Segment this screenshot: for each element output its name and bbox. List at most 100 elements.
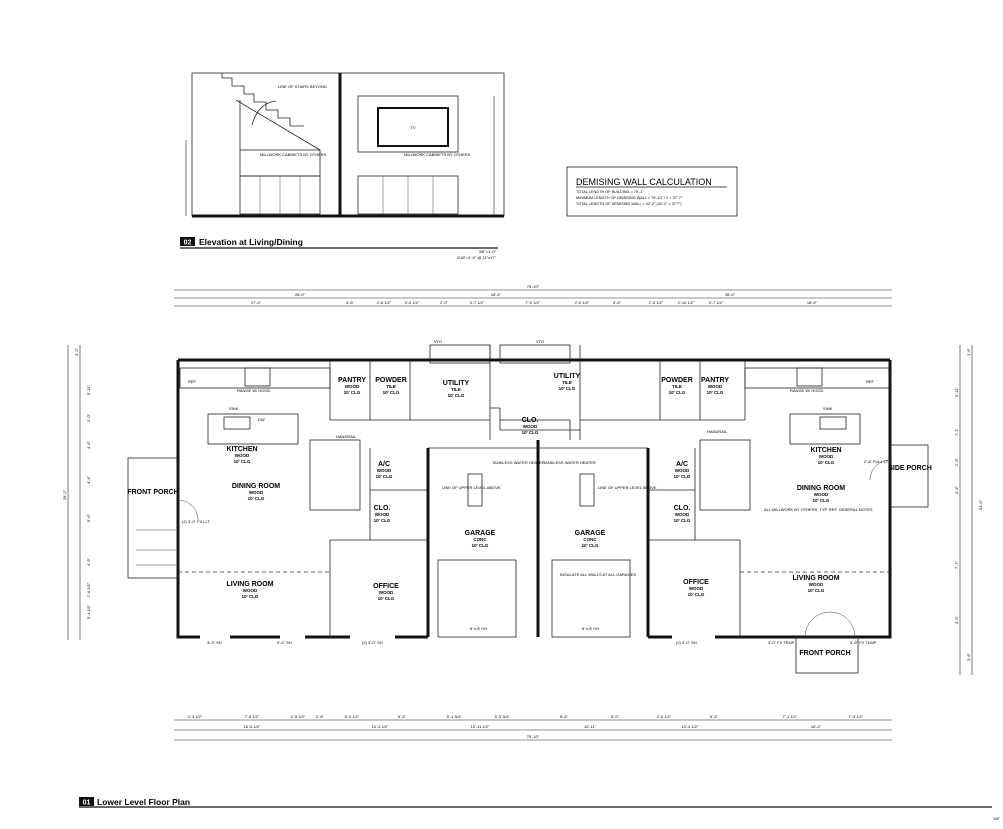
room-sub: TILE [672,384,682,389]
room-sub: 10' CLG [688,592,705,597]
room-name: CLO. [674,505,691,512]
door-swing [177,499,199,521]
dim-text: 5'-0 1/2" [345,714,360,719]
bottom-dimensions: 4'-3 1/2" 7'-6 1/2" 2'-5 1/2" 2'-6" 5'-0… [174,714,892,741]
room-sub: WOOD [243,588,258,593]
elevation-frame [191,72,505,217]
dim-text: 2'-6 1/2" [86,582,91,597]
door-swing [829,611,856,638]
elevation-drawing: TV LINE OF STAIRS BEYOND MILLWORK CABINE… [185,72,505,218]
elevation-title: Elevation at Living/Dining [199,237,303,247]
plan-note: DW [258,417,265,422]
window-tag: 3'-0" SH [277,640,292,645]
dim-text: 2'-5 1/2" [291,714,306,719]
plan-note: ALL MILLWORK BY OTHERS, TYP. REF. GENERA… [764,507,873,512]
dim-text: 2'-10 1/2" [678,300,695,305]
dim-text: 16'-6 1/2" [244,724,261,729]
room-name: LIVING ROOM [226,581,273,588]
dim-text: 3'-7 1/2" [470,300,485,305]
room-sub: WOOD [675,468,690,473]
sink-right [819,416,847,430]
door-swing [804,611,831,638]
room-name: POWDER [375,377,407,384]
floor-plan [127,344,929,674]
stairs-note: LINE OF STAIRS BEYOND [278,84,327,89]
window-tag: 3'-0" FX TEMP [768,640,795,645]
room-sub: 10' CLG [248,496,265,501]
garage-door-left [437,559,517,638]
room-sub: TILE [451,387,461,392]
room-sub: 10' CLG [522,430,539,435]
dim-text: 4'-3 1/2" [188,714,203,719]
room-sub: 10' CLG [818,460,835,465]
dim-text: 8'-6" [560,714,569,719]
dim-text: 3'-2" [74,347,79,356]
window-tag: 3'-6" FX TEMP [850,640,877,645]
window-tag: 2'-6" FULL LT [864,459,889,464]
kitchen-island-left [207,413,299,445]
plan-note: TANKLESS WATER HEATER [492,460,545,465]
room-sub: WOOD [675,512,690,517]
plan-title: Lower Level Floor Plan [97,797,190,807]
room-name: CLO. [374,505,391,512]
front-porch-right [795,636,859,674]
dim-text: 3'-6" [954,615,959,624]
room-sub: 10' CLG [234,459,251,464]
plan-note: REF [866,379,875,384]
demising-frame [566,166,738,217]
demising-line-3: TOTAL LENGTH OF DEMISING WALL = 42'-2" (… [576,202,682,206]
room-name: PANTRY [338,377,366,384]
room-name: OFFICE [683,579,709,586]
room-labels: KITCHEN WOOD 10' CLG DINING ROOM WOOD 10… [127,373,931,657]
dim-text: 75'-10" [527,734,540,739]
window-tag: 3'-0" SH [207,640,222,645]
tv-frame [377,107,449,147]
dim-text: 7'-1" [954,427,959,436]
plan-note: 8' x 8' OH [470,626,487,631]
room-name: PANTRY [701,377,729,384]
dim-text: 5'-1 3/4" [447,714,462,719]
dim-text: 10'-11 1/2" [471,724,490,729]
plan-note: LINE OF UPPER LEVEL ABOVE [442,485,501,490]
dim-text: 18'-4" [491,292,502,297]
demising-line-2: MINIMUM LENGTH OF DEMISING WALL = 75'-10… [576,196,683,200]
dim-text: 2'-0" [440,300,449,305]
dim-text: 5'-4" [398,714,407,719]
dim-text: 3'-7 1/2" [709,300,724,305]
demising-wall-box: DEMISING WALL CALCULATION TOTAL LENGTH O… [566,166,738,217]
window-tag: (2) 3'-0" SH [362,640,383,645]
dim-text: 5'-0" [611,714,620,719]
dim-text: 4'-4" [954,485,959,494]
stair-arc [251,100,277,126]
room-sub: CONC [473,537,487,542]
room-sub: TILE [562,380,572,385]
elevation-scale-1: 3/8"=1'-0" [479,249,497,254]
dim-text: 5'-6" [86,513,91,522]
room-sub: WOOD [708,384,723,389]
stair-left [309,439,361,511]
elevation-number-tag [180,237,195,246]
tv-wall-panel [357,95,459,153]
plan-note: TANKLESS WATER HEATER [543,460,596,465]
range-right [796,367,823,387]
dim-text: 2'-6 1/2" [377,300,392,305]
right-dimensions: 34'-0" 1'-6" 5'-11" 7'-1" 2'-6" 4'-4" 7'… [954,345,983,675]
water-heater-right [579,473,595,507]
dim-text: 5'-11" [86,384,91,394]
room-sub: 10' CLG [344,390,361,395]
room-sub: WOOD [809,582,824,587]
room-name: KITCHEN [226,446,257,453]
room-sub: 10' CLG [448,393,465,398]
dim-text: 36'-0" [725,292,736,297]
dim-text: 3'-8" [346,300,355,305]
room-sub: 10' CLG [376,474,393,479]
left-dimensions: 29'-2" 3'-2" 5'-11" 2'-0" 4'-6" 4'-4" 5'… [62,345,91,640]
dim-text: 7'-7" [954,560,959,569]
dim-text: 3'-0 1/2" [405,300,420,305]
dim-text: 4'-6" [86,440,91,449]
room-sub: 10' CLG [374,518,391,523]
plan-note: LINE OF UPPER LEVEL ABOVE [598,485,657,490]
dim-text: 5'-4" [710,714,719,719]
room-sub: TILE [386,384,396,389]
dim-text: 4'-6" [613,300,622,305]
